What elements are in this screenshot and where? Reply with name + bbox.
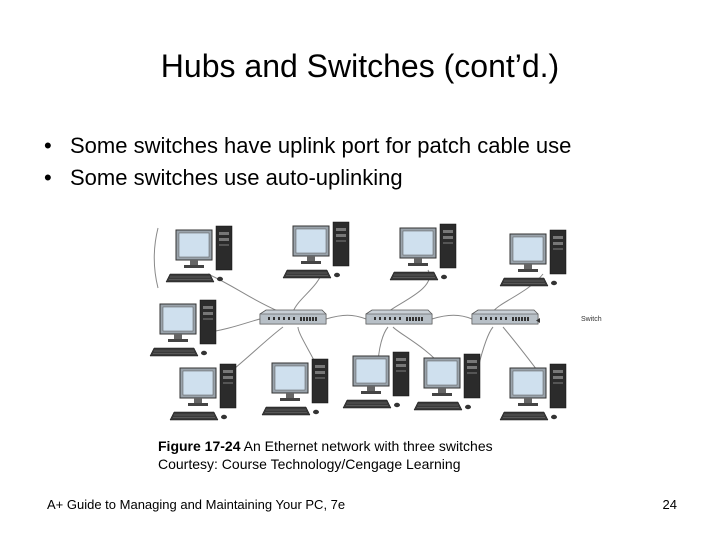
computer-icon bbox=[413, 353, 481, 411]
figure-number: Figure 17-24 bbox=[158, 438, 241, 454]
computer-icon bbox=[149, 299, 217, 357]
bullet-dot: • bbox=[44, 165, 52, 190]
computer-icon bbox=[499, 229, 567, 287]
computer-icon bbox=[342, 351, 410, 409]
computer-icon bbox=[389, 223, 457, 281]
computer-icon bbox=[169, 363, 237, 421]
footer-book-title: A+ Guide to Managing and Maintaining You… bbox=[47, 497, 346, 512]
computer-icon bbox=[499, 363, 567, 421]
page-number: 24 bbox=[662, 497, 677, 512]
switch-icon bbox=[471, 309, 539, 325]
bullet-item: • Some switches have uplink port for patc… bbox=[44, 130, 571, 162]
computer-icon bbox=[165, 225, 233, 283]
slide-title: Hubs and Switches (cont’d.) bbox=[160, 48, 560, 84]
bullet-list: • Some switches have uplink port for patc… bbox=[44, 130, 571, 194]
bullet-text: Some switches have uplink port for patch… bbox=[70, 133, 572, 158]
computer-icon bbox=[282, 221, 350, 279]
caption-line: Figure 17-24 An Ethernet network with th… bbox=[158, 437, 493, 455]
caption-text: An Ethernet network with three switches bbox=[243, 438, 493, 454]
courtesy-line: Courtesy: Course Technology/Cengage Lear… bbox=[158, 456, 461, 472]
bullet-text: Some switches use auto-uplinking bbox=[70, 165, 403, 190]
switch-icon bbox=[259, 309, 327, 325]
bullet-item: • Some switches use auto-uplinking bbox=[44, 162, 571, 194]
computer-icon bbox=[261, 358, 329, 416]
bullet-dot: • bbox=[44, 133, 52, 158]
network-diagram: Switch bbox=[149, 221, 602, 421]
figure-caption: Figure 17-24 An Ethernet network with th… bbox=[158, 437, 493, 473]
switch-icon bbox=[365, 309, 433, 325]
switch-label: Switch bbox=[581, 316, 602, 323]
